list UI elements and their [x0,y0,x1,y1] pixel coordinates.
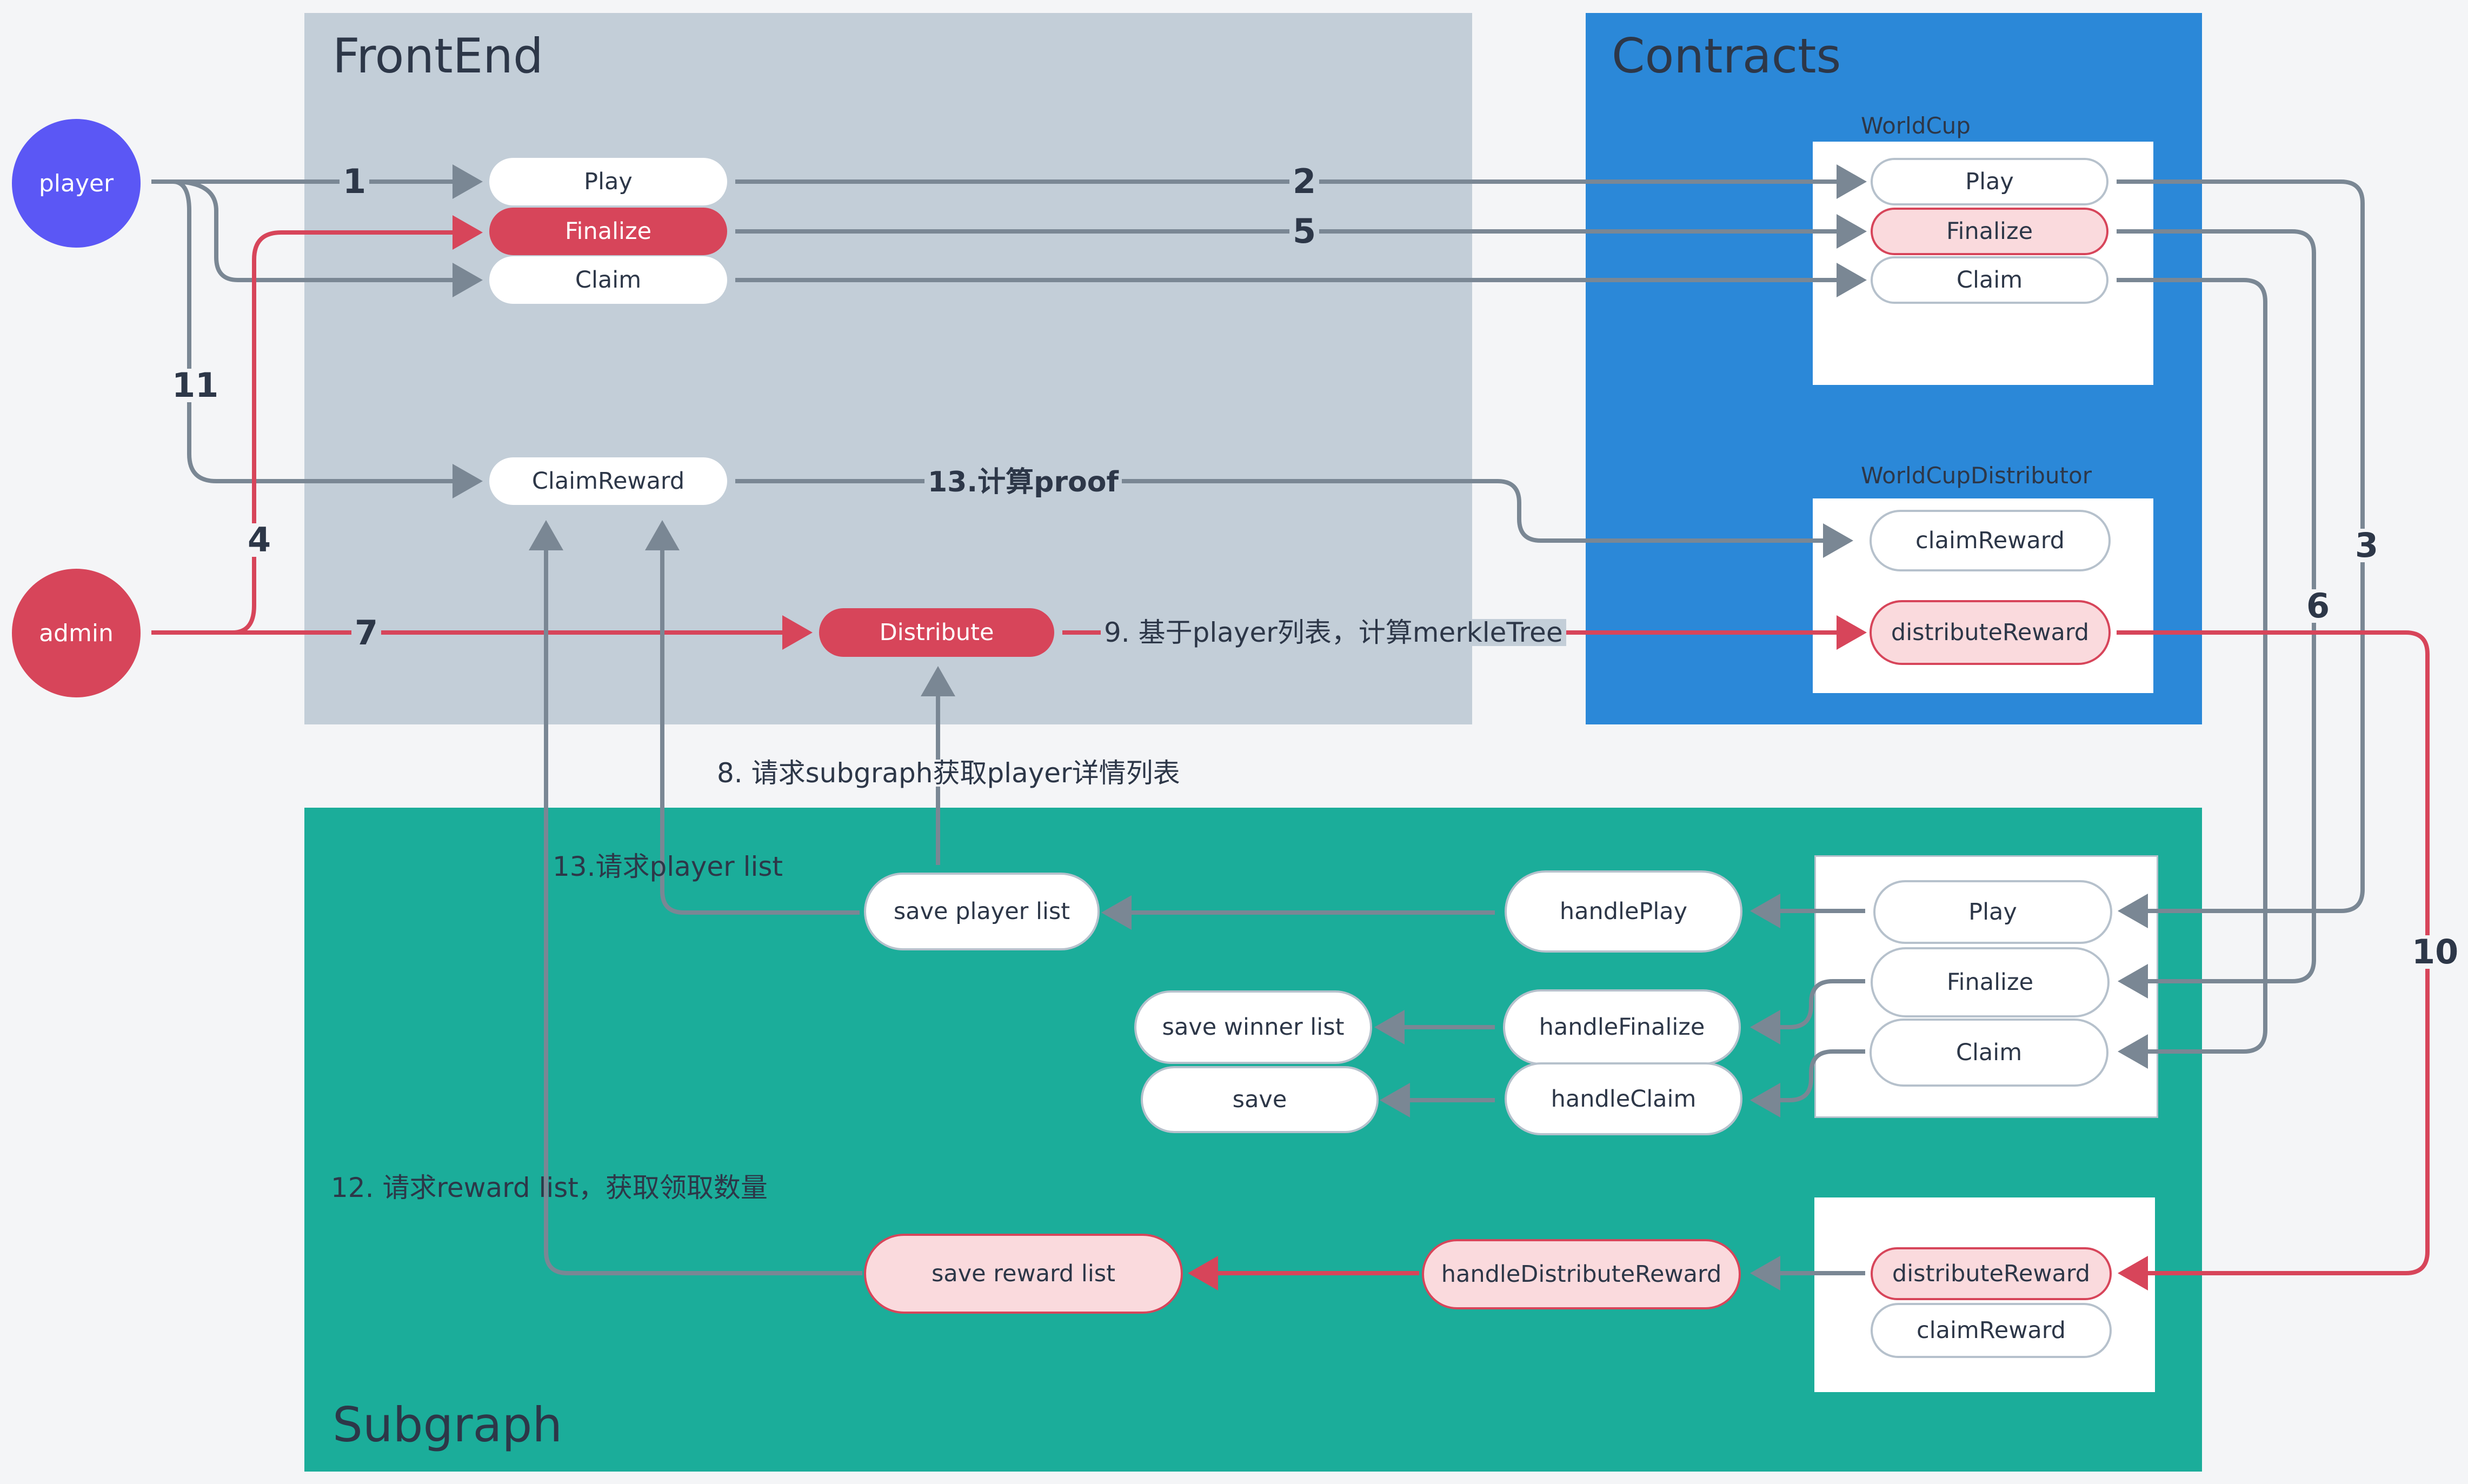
arrow-rewardlist-claimreward [529,520,862,1275]
worldcup-title: WorldCup [1861,112,1971,139]
arrow-contract-play-subgraph [2117,179,2365,928]
contract-distributereward: distributeReward [1870,600,2111,665]
frontend-claim-button[interactable]: Claim [489,256,727,304]
contract-finalize: Finalize [1871,208,2108,255]
contract-claim: Claim [1871,256,2108,304]
step-1-label: 1 [340,165,370,198]
arrow-event-claim-handler [1750,1049,1865,1117]
arrow-player-claim [172,179,483,297]
arrow-contract-claim-subgraph [2117,278,2267,1069]
step-8-label: 8. 请求subgraph获取player详情列表 [714,760,1183,787]
arrow-event-finalize-handler [1750,979,1865,1044]
arrow-playerlist-claimreward [645,520,860,915]
subgraph-event-claimreward: claimReward [1871,1303,2112,1358]
store-player-list: save player list [864,873,1100,950]
step-12-label: 12. 请求reward list，获取领取数量 [331,1172,768,1203]
distributor-title: WorldCupDistributor [1861,462,2092,489]
handler-distributereward: handleDistributeReward [1422,1239,1741,1309]
frontend-panel: FrontEnd [304,13,1472,724]
arrow-player-claimreward [172,179,483,498]
frontend-finalize-button[interactable]: Finalize [489,208,727,255]
step-10-label: 10 [2409,935,2462,969]
handler-play: handlePlay [1505,870,1742,953]
step-7-label: 7 [351,616,382,650]
contract-play: Play [1871,158,2108,205]
step-9-label: 9. 基于player列表，计算merkleTree [1101,619,1566,646]
subgraph-event-distributereward: distributeReward [1871,1247,2112,1300]
step-13b-label: 13.请求player list [553,851,783,882]
step-2-label: 2 [1289,165,1320,198]
subgraph-event-finalize: Finalize [1871,947,2110,1017]
subgraph-event-play: Play [1873,880,2112,944]
arrow-contract-finalize-subgraph [2117,229,2316,999]
arrow-distribute-subgraph [2117,630,2430,1290]
store-save: save [1141,1066,1379,1133]
admin-actor: admin [12,569,141,697]
contracts-title: Contracts [1612,28,1841,84]
step-13a-label: 13.计算proof [924,468,1122,496]
step-4-label: 4 [244,523,275,557]
step-11-label: 11 [169,369,222,402]
arrow-claimreward-contract [735,479,1853,558]
arrow-admin-finalize [151,215,483,635]
subgraph-title: Subgraph [332,1397,563,1453]
frontend-claimreward-button[interactable]: ClaimReward [489,457,727,505]
store-reward-list: save reward list [864,1234,1183,1314]
step-3-label: 3 [2352,529,2382,562]
handler-finalize: handleFinalize [1503,989,1741,1065]
frontend-title: FrontEnd [332,28,543,84]
contract-claimreward: claimReward [1870,510,2111,571]
step-6-label: 6 [2303,589,2333,623]
step-5-label: 5 [1289,215,1320,248]
handler-claim: handleClaim [1505,1062,1742,1135]
store-winner-list: save winner list [1134,990,1372,1064]
subgraph-event-claim: Claim [1870,1019,2108,1087]
frontend-play-button[interactable]: Play [489,158,727,205]
frontend-distribute-button[interactable]: Distribute [819,608,1054,657]
player-actor: player [12,119,141,248]
